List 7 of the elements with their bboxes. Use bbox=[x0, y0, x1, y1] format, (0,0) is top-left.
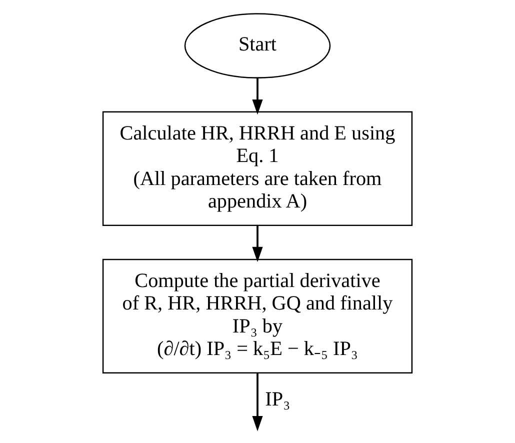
arrow bbox=[252, 78, 263, 115]
node-ellipse: Start bbox=[184, 13, 331, 78]
arrow bbox=[252, 373, 263, 432]
node-box: Calculate HR, HRRH and E using Eq. 1 (All parameters are taken from appendix A) bbox=[102, 111, 413, 226]
arrow bbox=[252, 226, 263, 262]
node-box: Compute the partial derivative of R, HR, HRRH, GQ and finally IP₃ by (∂/∂t) IP₃ = k₅E − k₋₅ IP₃ bbox=[102, 258, 413, 374]
edge-label: IP₃ bbox=[265, 388, 290, 410]
